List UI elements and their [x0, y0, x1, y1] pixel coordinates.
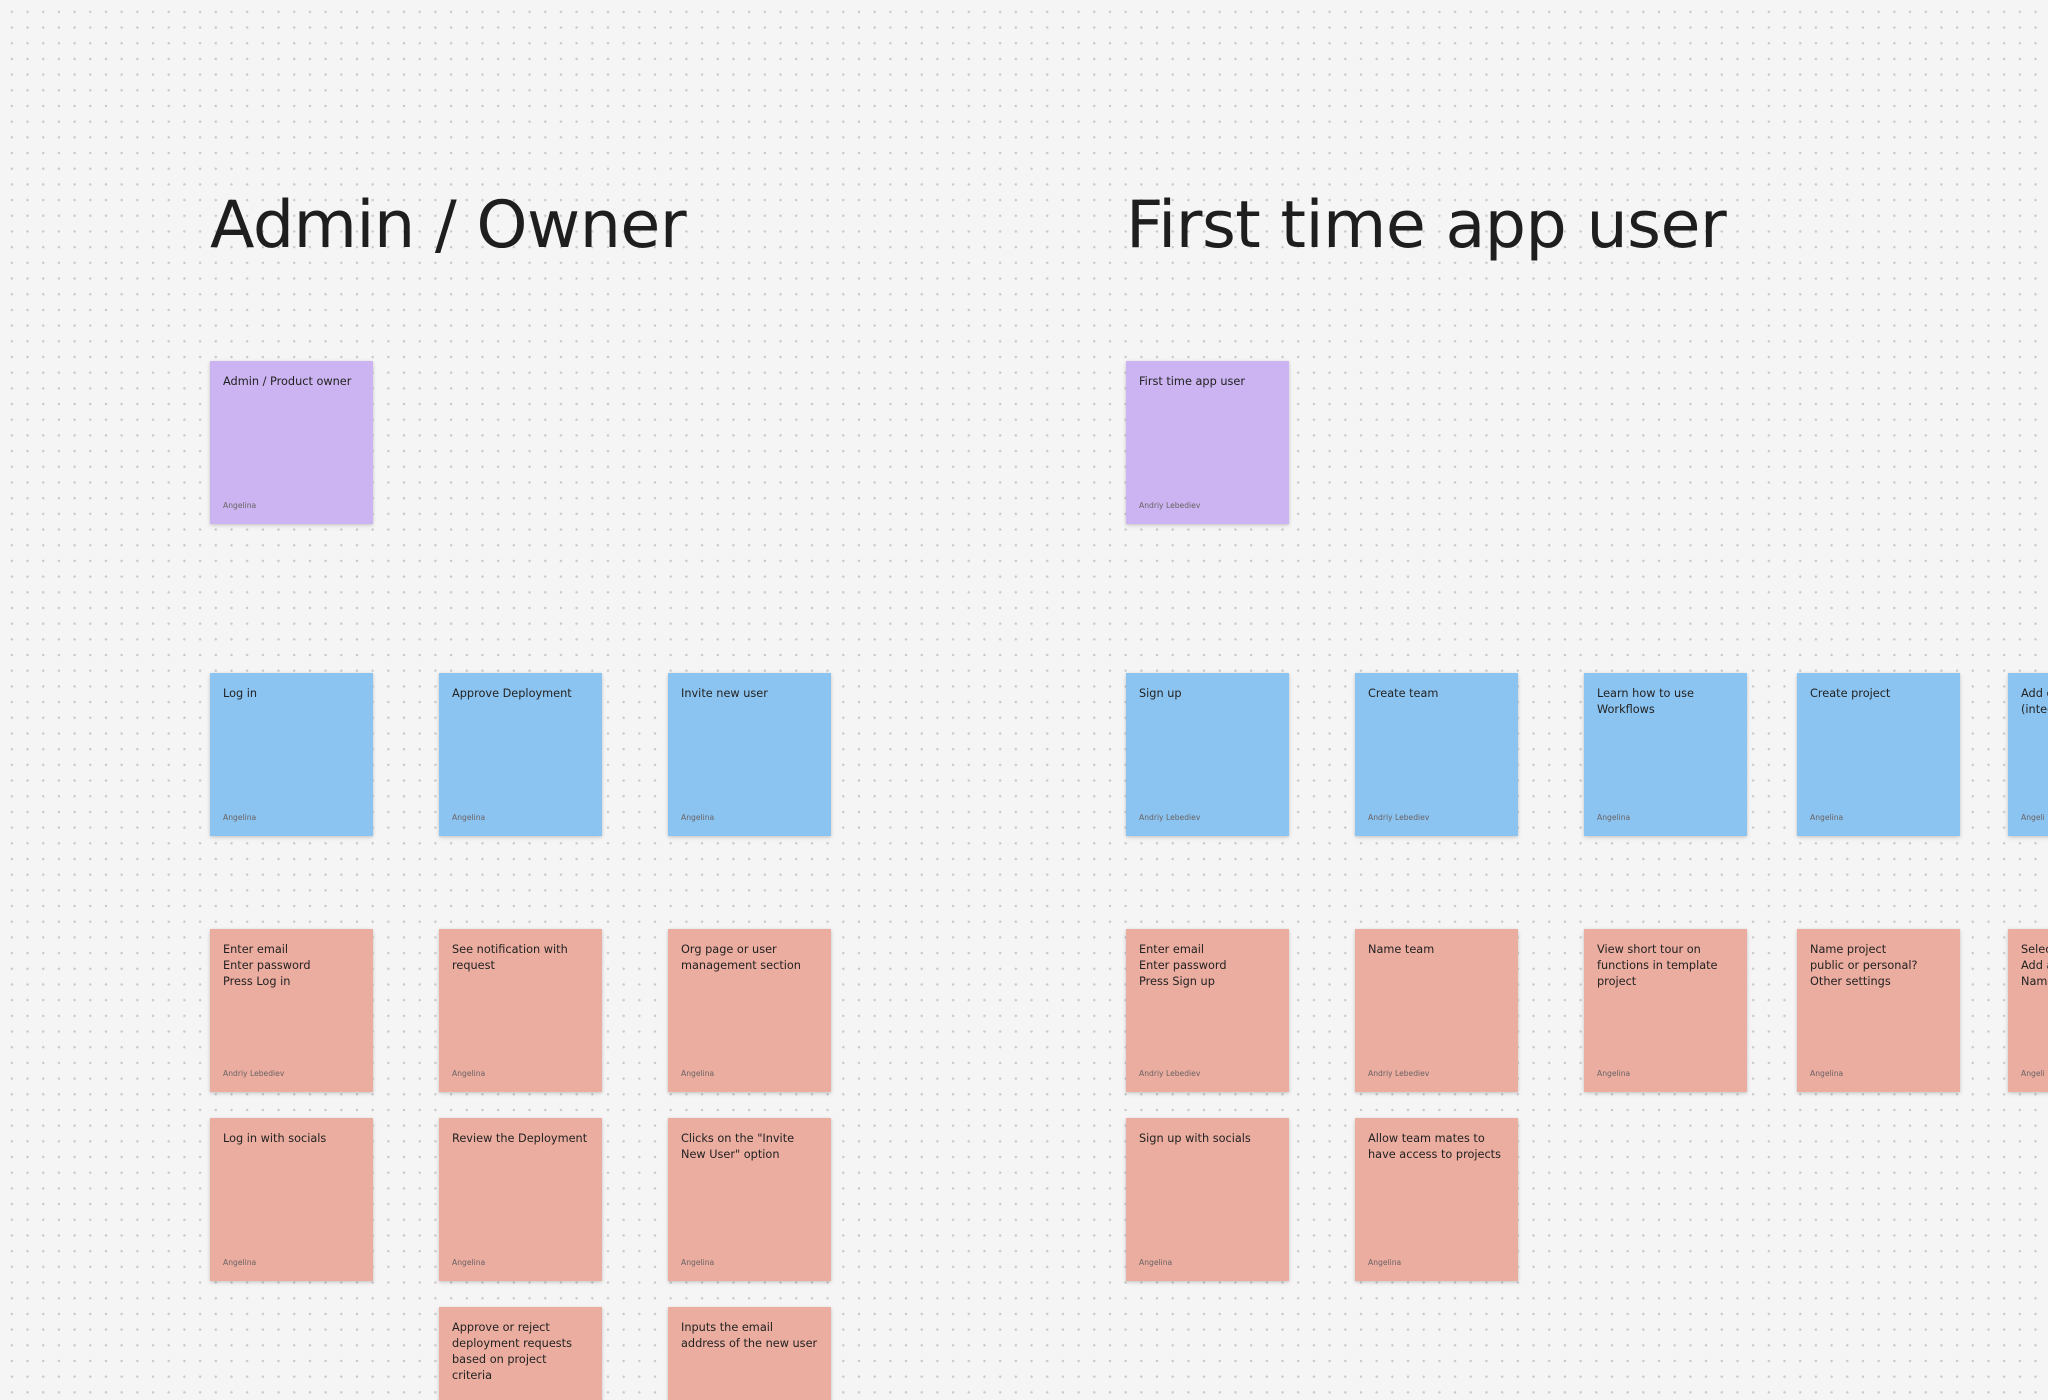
sticky-note-signup-steps[interactable]: Enter email Enter password Press Sign up…	[1126, 929, 1289, 1092]
sticky-note-author: Angelina	[452, 1258, 486, 1267]
sticky-note-log-in[interactable]: Log in Angelina	[210, 673, 373, 836]
sticky-note-first-time-persona[interactable]: First time app user Andriy Lebediev	[1126, 361, 1289, 524]
sticky-note-approve-deployment[interactable]: Approve Deployment Angelina	[439, 673, 602, 836]
sticky-note-text: Enter email Enter password Press Log in	[223, 943, 311, 988]
sticky-note-author: Angelina	[452, 1069, 486, 1078]
sticky-note-author: Angelina	[681, 813, 715, 822]
sticky-note-author: Angeli	[2021, 813, 2045, 822]
sticky-note-author: Angelina	[681, 1069, 715, 1078]
sticky-note-add-integration-partial[interactable]: Add c (integ Angeli	[2008, 673, 2048, 836]
sticky-note-select-partial[interactable]: Selec Add a Name Angeli	[2008, 929, 2048, 1092]
sticky-note-author: Angelina	[223, 1258, 257, 1267]
sticky-note-text: Approve or reject deployment requests ba…	[452, 1321, 572, 1382]
section-title-first-time-user[interactable]: First time app user	[1126, 188, 1727, 263]
sticky-note-text: Inputs the email address of the new user	[681, 1321, 818, 1350]
sticky-note-name-team[interactable]: Name team Andriy Lebediev	[1355, 929, 1518, 1092]
sticky-note-text: Add c (integ	[2021, 687, 2048, 716]
sticky-note-author: Angelina	[681, 1258, 715, 1267]
sticky-note-text: Invite new user	[681, 687, 768, 700]
sticky-note-author: Andriy Lebediev	[1139, 813, 1201, 822]
sticky-note-invite-new-user[interactable]: Invite new user Angelina	[668, 673, 831, 836]
sticky-note-author: Angeli	[2021, 1069, 2045, 1078]
sticky-note-text: Log in with socials	[223, 1132, 327, 1145]
sticky-note-author: Angelina	[223, 501, 257, 510]
sticky-note-text: Clicks on the "Invite New User" option	[681, 1132, 795, 1161]
sticky-note-sign-up-with-socials[interactable]: Sign up with socials Angelina	[1126, 1118, 1289, 1281]
sticky-note-create-team[interactable]: Create team Andriy Lebediev	[1355, 673, 1518, 836]
sticky-note-text: Org page or user management section	[681, 943, 801, 972]
sticky-note-author: Angelina	[223, 813, 257, 822]
sticky-note-text: Sign up with socials	[1139, 1132, 1251, 1145]
sticky-note-log-in-with-socials[interactable]: Log in with socials Angelina	[210, 1118, 373, 1281]
sticky-note-review-deployment[interactable]: Review the Deployment Angelina	[439, 1118, 602, 1281]
sticky-note-author: Andriy Lebediev	[1368, 813, 1430, 822]
sticky-note-author: Angelina	[1810, 813, 1844, 822]
sticky-note-text: Allow team mates to have access to proje…	[1368, 1132, 1501, 1161]
sticky-note-author: Angelina	[1139, 1258, 1173, 1267]
sticky-note-author: Angelina	[1368, 1258, 1402, 1267]
sticky-note-create-project[interactable]: Create project Angelina	[1797, 673, 1960, 836]
sticky-note-text: Name project public or personal? Other s…	[1810, 943, 1918, 988]
sticky-note-text: Name team	[1368, 943, 1435, 956]
sticky-note-text: Learn how to use Workflows	[1597, 687, 1694, 716]
sticky-note-text: Admin / Product owner	[223, 375, 352, 388]
sticky-note-text: Log in	[223, 687, 258, 700]
sticky-note-inputs-email[interactable]: Inputs the email address of the new user	[668, 1307, 831, 1400]
sticky-note-text: View short tour on functions in template…	[1597, 943, 1718, 988]
sticky-note-author: Angelina	[452, 813, 486, 822]
sticky-note-text: See notification with request	[452, 943, 568, 972]
sticky-note-author: Andriy Lebediev	[1368, 1069, 1430, 1078]
sticky-note-author: Andriy Lebediev	[1139, 1069, 1201, 1078]
sticky-note-text: Approve Deployment	[452, 687, 572, 700]
sticky-note-clicks-invite[interactable]: Clicks on the "Invite New User" option A…	[668, 1118, 831, 1281]
sticky-note-org-page[interactable]: Org page or user management section Ange…	[668, 929, 831, 1092]
sticky-note-learn-workflows[interactable]: Learn how to use Workflows Angelina	[1584, 673, 1747, 836]
sticky-note-login-steps[interactable]: Enter email Enter password Press Log in …	[210, 929, 373, 1092]
sticky-note-admin-persona[interactable]: Admin / Product owner Angelina	[210, 361, 373, 524]
sticky-note-see-notification[interactable]: See notification with request Angelina	[439, 929, 602, 1092]
sticky-note-name-project[interactable]: Name project public or personal? Other s…	[1797, 929, 1960, 1092]
sticky-note-allow-team-access[interactable]: Allow team mates to have access to proje…	[1355, 1118, 1518, 1281]
sticky-note-text: Enter email Enter password Press Sign up	[1139, 943, 1227, 988]
sticky-note-approve-or-reject[interactable]: Approve or reject deployment requests ba…	[439, 1307, 602, 1400]
sticky-note-text: Sign up	[1139, 687, 1182, 700]
sticky-note-sign-up[interactable]: Sign up Andriy Lebediev	[1126, 673, 1289, 836]
sticky-note-author: Andriy Lebediev	[223, 1069, 285, 1078]
sticky-note-author: Angelina	[1597, 1069, 1631, 1078]
sticky-note-author: Angelina	[1810, 1069, 1844, 1078]
sticky-note-author: Andriy Lebediev	[1139, 501, 1201, 510]
sticky-note-author: Angelina	[1597, 813, 1631, 822]
sticky-note-text: Create team	[1368, 687, 1439, 700]
sticky-note-text: Review the Deployment	[452, 1132, 588, 1145]
sticky-note-view-tour[interactable]: View short tour on functions in template…	[1584, 929, 1747, 1092]
sticky-note-text: Selec Add a Name	[2021, 943, 2048, 988]
sticky-note-text: Create project	[1810, 687, 1891, 700]
sticky-note-text: First time app user	[1139, 375, 1245, 388]
section-title-admin[interactable]: Admin / Owner	[210, 188, 687, 263]
